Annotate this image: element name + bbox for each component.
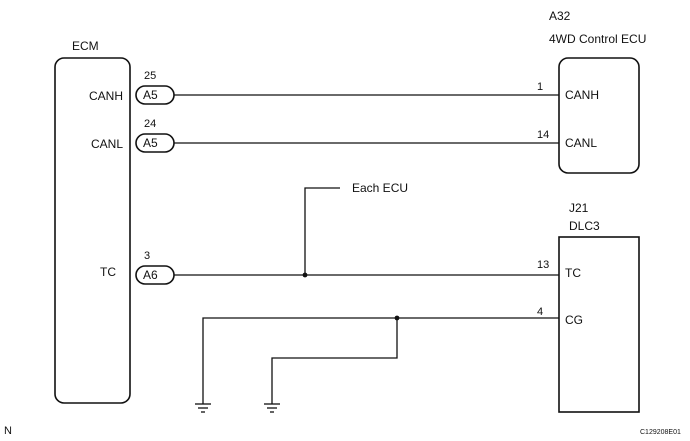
ecu-4wd-title: 4WD Control ECU bbox=[549, 32, 646, 46]
ecm-pin-canl-label: CANL bbox=[91, 137, 123, 151]
dlc3-tc-pin-number: 13 bbox=[537, 259, 549, 271]
dlc3-tc-label: TC bbox=[565, 266, 581, 280]
dlc3-title: DLC3 bbox=[569, 219, 600, 233]
dlc3-cg-pin-number: 4 bbox=[537, 306, 543, 318]
ecm-pin-canh-label: CANH bbox=[89, 89, 123, 103]
ecu-4wd-box bbox=[558, 57, 640, 174]
figure-code: C129208E01 bbox=[640, 429, 681, 436]
ecm-tc-connector-code: A6 bbox=[143, 268, 158, 282]
ground-icon-right bbox=[264, 403, 280, 413]
wire-cg bbox=[202, 317, 559, 404]
dlc3-cg-label: CG bbox=[565, 313, 583, 327]
ecm-canl-connector-code: A5 bbox=[143, 136, 158, 150]
ecm-canh-pin-number: 25 bbox=[144, 70, 156, 82]
ecu-4wd-canh-label: CANH bbox=[565, 88, 599, 102]
ecm-title: ECM bbox=[72, 39, 99, 53]
ecm-tc-pin-number: 3 bbox=[144, 250, 150, 262]
ground-icon-left bbox=[195, 403, 211, 413]
wire-ground-branch bbox=[271, 318, 398, 404]
ecm-canh-connector-code: A5 bbox=[143, 88, 158, 102]
junction-dot-cg bbox=[394, 315, 400, 321]
dlc3-box bbox=[558, 236, 640, 413]
ecu-4wd-canl-pin-number: 14 bbox=[537, 129, 549, 141]
ecu-4wd-code: A32 bbox=[549, 9, 571, 23]
each-ecu-label: Each ECU bbox=[352, 181, 408, 195]
wire-each-ecu-branch bbox=[304, 187, 340, 275]
ecm-canl-pin-number: 24 bbox=[144, 118, 156, 130]
junction-dot-tc bbox=[302, 272, 308, 278]
corner-label-n: N bbox=[4, 425, 12, 437]
ecm-pin-tc-label: TC bbox=[100, 265, 116, 279]
ecu-4wd-canl-label: CANL bbox=[565, 136, 597, 150]
dlc3-code: J21 bbox=[569, 201, 589, 215]
ecm-box bbox=[54, 57, 131, 404]
ecu-4wd-canh-pin-number: 1 bbox=[537, 81, 543, 93]
